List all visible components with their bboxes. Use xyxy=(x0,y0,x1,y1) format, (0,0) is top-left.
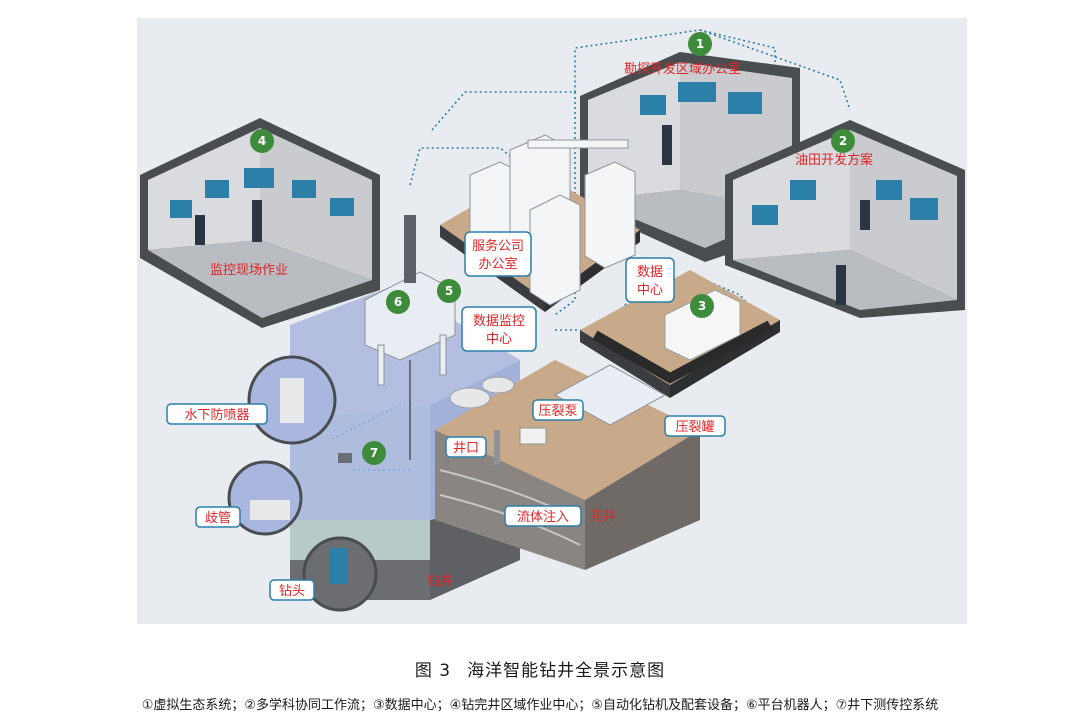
badge-5: 5 xyxy=(437,279,461,303)
wall-monitor-1 xyxy=(640,95,666,115)
wall-monitor-5 xyxy=(790,180,816,200)
badge-2: 2 xyxy=(831,129,855,153)
svg-text:2: 2 xyxy=(839,134,847,148)
wall-monitor-6 xyxy=(876,180,902,200)
wall-monitor-10 xyxy=(244,168,274,188)
wall-monitor-11 xyxy=(292,180,316,198)
wall-monitor-8 xyxy=(170,200,192,218)
svg-text:办公室: 办公室 xyxy=(478,256,517,272)
monitor-room xyxy=(140,118,380,328)
office-room-2 xyxy=(725,120,965,318)
subsea-bop-view xyxy=(247,355,337,445)
wellhead-pipe xyxy=(494,430,500,465)
person-figure xyxy=(195,215,205,245)
frac-pump-unit xyxy=(519,427,547,445)
svg-text:数据: 数据 xyxy=(637,265,663,280)
storage-tank-1 xyxy=(449,387,491,409)
callout-fluid-injection: 流体注入 xyxy=(504,505,582,527)
svg-text:数据监控: 数据监控 xyxy=(473,314,525,329)
figure-title: 海洋智能钻井全景示意图 xyxy=(467,661,666,681)
person-figure xyxy=(860,200,870,230)
svg-text:钻头: 钻头 xyxy=(279,584,305,599)
svg-text:中心: 中心 xyxy=(486,332,512,347)
frac-site-block xyxy=(435,360,700,570)
callout-frac-tank: 压裂罐 xyxy=(664,415,726,437)
svg-text:中心: 中心 xyxy=(637,283,663,298)
svg-text:井口: 井口 xyxy=(453,441,479,456)
person-figure xyxy=(836,265,846,305)
svg-text:压裂罐: 压裂罐 xyxy=(675,420,714,435)
derrick-tower xyxy=(404,215,416,283)
wall-monitor-4 xyxy=(752,205,778,225)
badge-4: 4 xyxy=(250,129,274,153)
person-figure xyxy=(662,125,672,165)
svg-text:歧管: 歧管 xyxy=(205,511,231,526)
svg-text:3: 3 xyxy=(698,299,706,313)
label-office-1: 勘探开发区域办公室 xyxy=(624,61,741,77)
badge-6: 6 xyxy=(386,290,410,314)
callout-data-center: 数据 中心 xyxy=(625,257,675,303)
badge-1: 1 xyxy=(688,32,712,56)
callout-bop: 水下防喷器 xyxy=(166,403,268,425)
subsea-drill-bit-view xyxy=(302,536,378,612)
wall-monitor-7 xyxy=(910,198,938,220)
svg-text:水下防喷器: 水下防喷器 xyxy=(184,407,249,423)
svg-text:压裂泵: 压裂泵 xyxy=(538,404,577,419)
wall-monitor-3 xyxy=(728,92,762,114)
label-drilling: 钻井 xyxy=(427,574,453,589)
svg-text:1: 1 xyxy=(696,37,704,51)
figure-number: 图 3 xyxy=(414,661,452,681)
callout-manifold: 歧管 xyxy=(195,506,241,528)
svg-text:5: 5 xyxy=(445,284,453,298)
figure-caption: 图 3 海洋智能钻井全景示意图 xyxy=(0,656,1080,681)
svg-text:流体注入: 流体注入 xyxy=(517,510,569,525)
callout-drill-bit: 钻头 xyxy=(269,579,315,601)
svg-text:4: 4 xyxy=(258,134,266,148)
subsea-module xyxy=(338,453,352,463)
badge-7: 7 xyxy=(362,441,386,465)
label-office-2: 油田开发方案 xyxy=(795,152,873,168)
wall-monitor-9 xyxy=(205,180,229,198)
badge-3: 3 xyxy=(690,294,714,318)
callout-wellhead: 井口 xyxy=(445,436,487,458)
callout-frac-pump: 压裂泵 xyxy=(532,399,584,421)
data-center-block xyxy=(580,270,780,398)
figure-legend: ①虚拟生态系统；②多学科协同工作流；③数据中心；④钻完井区域作业中心；⑤自动化钻… xyxy=(141,698,939,713)
storage-tank-2 xyxy=(481,376,515,394)
label-monitor-room: 监控现场作业 xyxy=(210,263,288,278)
svg-text:6: 6 xyxy=(394,295,402,309)
subsea-manifold-view xyxy=(227,460,303,536)
person-figure xyxy=(252,200,262,242)
svg-text:7: 7 xyxy=(370,446,378,460)
callout-service-company: 服务公司 办公室 xyxy=(464,231,532,277)
label-completion: 完井 xyxy=(590,509,616,524)
wall-monitor-2 xyxy=(678,82,716,102)
drilling-platform xyxy=(338,215,456,463)
svg-text:服务公司: 服务公司 xyxy=(472,238,524,254)
callout-data-monitor-center: 数据监控 中心 xyxy=(461,306,537,352)
wall-monitor-12 xyxy=(330,198,354,216)
